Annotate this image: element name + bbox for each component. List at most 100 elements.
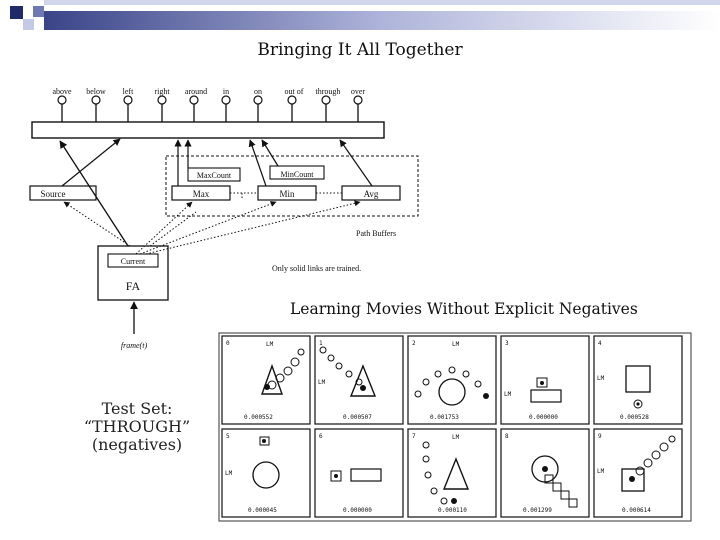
output-label: right <box>154 87 170 96</box>
slide-title: Bringing It All Together <box>257 40 463 60</box>
output-label: out of <box>285 87 304 96</box>
decor-square <box>10 6 23 19</box>
panel-index: 2 <box>412 340 416 347</box>
fa-label: FA <box>126 279 141 293</box>
link-solid <box>261 139 279 167</box>
output-label: around <box>185 87 207 96</box>
maxcount-label: MaxCount <box>197 171 232 180</box>
avg-label: Avg <box>364 189 379 199</box>
trained-note: Only solid links are trained. <box>272 264 361 273</box>
output-label: through <box>316 87 341 96</box>
movie-panel: 5 LM 0.000045 <box>221 428 311 518</box>
hidden-layer <box>31 121 385 139</box>
panel-index: 6 <box>319 433 323 440</box>
min-label: Min <box>279 189 295 199</box>
output-unit: through <box>316 87 341 122</box>
test-set-line: Test Set: <box>101 399 173 418</box>
panel-score: 0.000000 <box>343 507 372 514</box>
lm-label: LM <box>318 379 326 386</box>
lm-label: LM <box>452 341 460 348</box>
movie-panel: 0 LM 0.000552 <box>221 335 311 425</box>
lm-label: LM <box>225 470 233 477</box>
test-set-label: Test Set: “THROUGH” (negatives) <box>62 400 212 454</box>
path-buffers-label: Path Buffers <box>356 229 396 238</box>
link-solid <box>61 138 121 187</box>
output-unit: out of <box>285 87 304 122</box>
panel-score: 0.000552 <box>244 414 273 421</box>
link-solid <box>59 140 129 247</box>
lm-label: LM <box>504 391 512 398</box>
lm-label: LM <box>452 434 460 441</box>
maxcount-box <box>187 167 241 182</box>
decor-band <box>44 11 720 30</box>
max-label: Max <box>193 189 210 199</box>
movie-panel: 8 0.001299 <box>500 428 590 518</box>
panel-index: 0 <box>226 340 230 347</box>
output-label: above <box>52 87 72 96</box>
current-label: Current <box>121 257 146 266</box>
source-label: Source <box>41 189 66 199</box>
panel-index: 1 <box>319 340 323 347</box>
link-dotted <box>145 200 361 255</box>
decor-bar <box>44 0 720 5</box>
movie-panels-grid: 0 LM 0.000552 1 LM 0.000507 2 LM 0.00175… <box>218 332 692 522</box>
panel-score: 0.001753 <box>430 414 459 421</box>
output-unit: right <box>154 87 170 122</box>
current-box <box>107 253 159 268</box>
mincount-box <box>269 165 325 180</box>
panel-score: 0.001299 <box>523 507 552 514</box>
test-set-line: (negatives) <box>91 435 183 454</box>
link-dotted <box>149 211 197 247</box>
decor-square <box>23 19 34 30</box>
link-dotted <box>63 201 131 247</box>
lm-label: LM <box>597 375 605 382</box>
output-unit: left <box>123 87 134 122</box>
movie-panel: 4 LM 0.000528 <box>593 335 683 425</box>
panel-score: 0.000110 <box>438 507 467 514</box>
panel-score: 0.000000 <box>529 414 558 421</box>
output-unit: below <box>86 87 106 122</box>
panel-score: 0.000614 <box>622 507 651 514</box>
movie-panel: 9 LM 0.000614 <box>593 428 683 518</box>
corner-decoration <box>10 0 720 30</box>
movie-panel: 1 LM 0.000507 <box>314 335 404 425</box>
path-buffers-region <box>165 155 419 217</box>
output-unit: in <box>221 87 231 122</box>
decor-square <box>33 6 44 17</box>
link-dotted <box>135 201 193 255</box>
link-solid <box>339 139 373 187</box>
panel-index: 4 <box>598 340 602 347</box>
output-unit: over <box>351 87 366 122</box>
movie-panel: 7 LM 0.000110 <box>407 428 497 518</box>
mincount-label: MinCount <box>281 170 315 179</box>
movie-panel: 3 LM 0.000000 <box>500 335 590 425</box>
output-label: below <box>86 87 106 96</box>
panel-index: 7 <box>412 433 416 440</box>
output-label: on <box>254 87 262 96</box>
test-set-line: “THROUGH” <box>83 417 191 436</box>
panel-score: 0.000507 <box>343 414 372 421</box>
output-unit: on <box>253 87 263 122</box>
movies-heading: Learning Movies Without Explicit Negativ… <box>290 300 638 318</box>
output-label: over <box>351 87 366 96</box>
panel-index: 3 <box>505 340 509 347</box>
output-label: in <box>223 87 229 96</box>
panel-score: 0.000528 <box>620 414 649 421</box>
panel-index: 9 <box>598 433 602 440</box>
panel-index: 8 <box>505 433 509 440</box>
lm-label: LM <box>266 341 274 348</box>
output-unit: around <box>185 87 207 122</box>
output-label: left <box>123 87 134 96</box>
movie-panel: 6 0.000000 <box>314 428 404 518</box>
link-dotted <box>139 201 277 255</box>
output-units: above below left right around in <box>52 87 365 122</box>
source-box <box>29 185 97 201</box>
frame-label: frame(t) <box>121 341 148 350</box>
lm-label: LM <box>597 468 605 475</box>
link-solid <box>248 139 267 187</box>
movie-panel: 2 LM 0.001753 <box>407 335 497 425</box>
panel-index: 5 <box>226 433 230 440</box>
panel-score: 0.000045 <box>248 507 277 514</box>
output-unit: above <box>52 87 72 122</box>
